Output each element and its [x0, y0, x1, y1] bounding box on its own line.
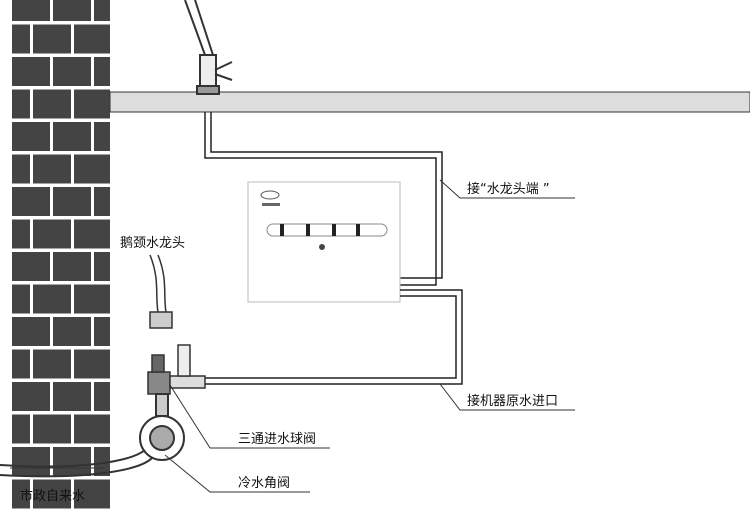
brick: [74, 24, 110, 54]
brick: [12, 89, 30, 119]
brick: [53, 317, 91, 346]
brick: [33, 349, 71, 379]
brick: [94, 57, 110, 86]
brick: [33, 154, 71, 184]
brick: [33, 284, 71, 314]
label-gooseneck-faucet: 鹅颈水龙头: [120, 236, 186, 251]
brick: [94, 317, 110, 346]
label-cold-angle-valve: 冷水角阀: [238, 476, 291, 491]
brick: [12, 252, 50, 281]
brick: [74, 154, 110, 184]
gooseneck-hose: [149, 254, 173, 329]
brick: [53, 447, 91, 476]
brick: [12, 447, 50, 476]
brick: [74, 219, 110, 249]
leader-lines: [164, 179, 575, 493]
brick: [74, 284, 110, 314]
brick: [94, 122, 110, 151]
brick: [12, 479, 30, 509]
filter-machine: [247, 181, 401, 303]
brick: [53, 252, 91, 281]
brick: [53, 187, 91, 216]
brick: [53, 122, 91, 151]
label-tee-ball-valve: 三通进水球阀: [238, 432, 317, 447]
brick: [74, 89, 110, 119]
brick: [33, 219, 71, 249]
brick: [12, 414, 30, 444]
faucet: [184, 0, 233, 95]
label-machine-inlet: 接机器原水进口: [467, 394, 559, 409]
countertop: [109, 91, 750, 113]
brick: [12, 219, 30, 249]
brick: [94, 382, 110, 411]
brick: [12, 317, 50, 346]
brick: [12, 0, 50, 21]
brick: [53, 57, 91, 86]
faucet-pipe: [204, 112, 443, 286]
brick: [12, 154, 30, 184]
brick-wall: [12, 0, 110, 509]
label-municipal-water: 市政自来水: [20, 489, 86, 504]
brick: [33, 479, 71, 509]
brick: [12, 382, 50, 411]
brick: [12, 187, 50, 216]
brick: [94, 447, 110, 476]
brick: [33, 89, 71, 119]
angle-valve: [0, 393, 185, 478]
brick: [33, 414, 71, 444]
brick: [74, 479, 110, 509]
tee-valve: [147, 344, 206, 395]
brick: [94, 0, 110, 21]
brick: [53, 0, 91, 21]
brick: [74, 349, 110, 379]
brick: [12, 24, 30, 54]
inlet-pipe: [205, 289, 463, 385]
brick: [94, 187, 110, 216]
brick: [74, 414, 110, 444]
brick: [12, 349, 30, 379]
label-faucet-end: 接“水龙头端 ”: [467, 182, 550, 197]
brick: [33, 24, 71, 54]
brick: [94, 252, 110, 281]
brick: [12, 57, 50, 86]
brick: [53, 382, 91, 411]
brick: [12, 122, 50, 151]
brick: [12, 284, 30, 314]
